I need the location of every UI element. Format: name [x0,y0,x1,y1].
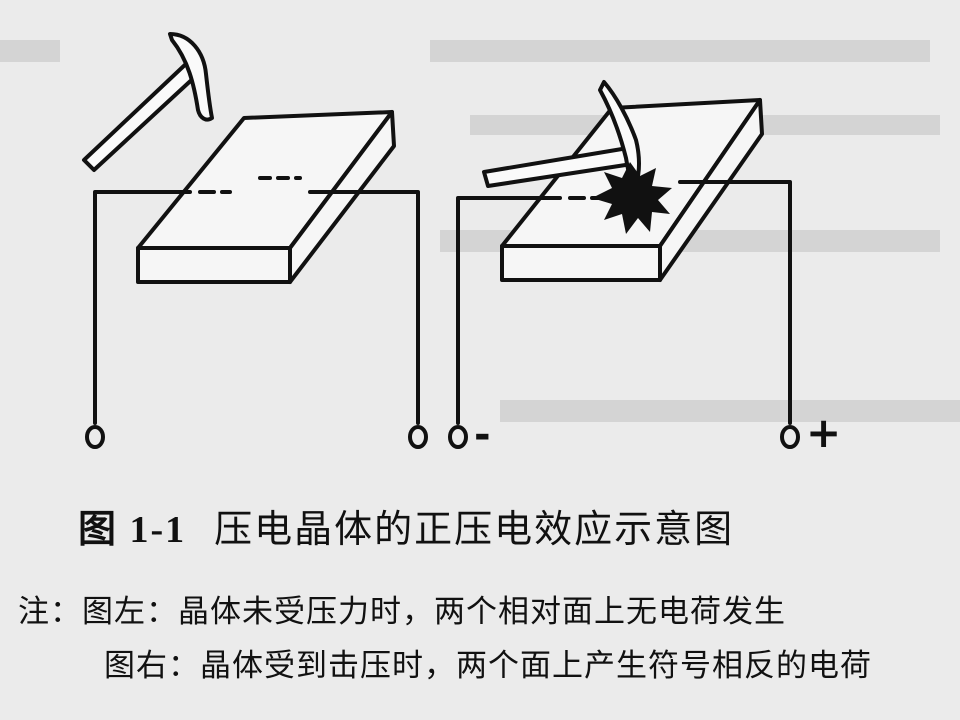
left-terminals [85,425,428,449]
left-wires [93,176,420,425]
terminal-icon [408,425,428,449]
right-terminals [448,425,800,449]
positive-sign: + [806,408,842,457]
note-left: 注：图左：晶体未受压力时，两个相对面上无电荷发生 [18,594,786,630]
left-crystal [136,110,396,284]
terminal-icon [85,425,105,449]
terminal-icon [780,425,800,449]
figure-caption: 图 1-1 压电晶体的正压电效应示意图 [78,498,734,553]
impact-burst-icon [592,162,672,234]
figure-number: 图 1-1 [78,509,187,551]
hammer-icon [82,32,214,172]
negative-sign: - [474,412,491,458]
note-right: 图右：晶体受到击压时，两个面上产生符号相反的电荷 [104,648,872,684]
terminal-icon [448,425,468,449]
figure-title: 压电晶体的正压电效应示意图 [214,507,735,551]
background-bleed [0,40,960,422]
